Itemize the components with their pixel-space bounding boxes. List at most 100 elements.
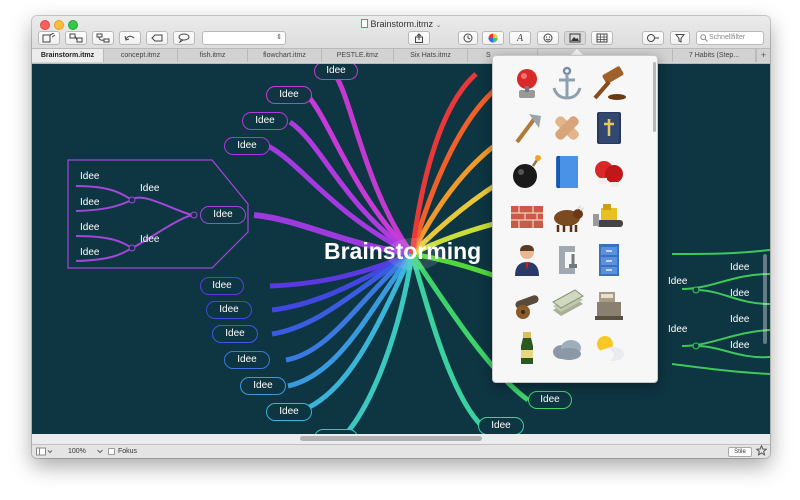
idea-node-green-1[interactable]: Idee <box>528 391 572 409</box>
share-button[interactable] <box>408 31 430 45</box>
bomb-icon[interactable] <box>507 152 547 192</box>
idea-leaf-right-2[interactable]: Idee <box>730 262 750 273</box>
zoom-level[interactable]: 100% <box>68 448 86 455</box>
idea-node-purple-1[interactable]: Idee <box>314 64 358 80</box>
comment-button[interactable] <box>173 31 195 45</box>
style-select[interactable]: ⇕ <box>202 31 286 45</box>
close-window-button[interactable] <box>40 20 50 30</box>
idea-node-blue-1[interactable]: Idee <box>200 277 244 295</box>
idea-leaf-cluster-4[interactable]: Idee <box>80 247 100 258</box>
tab-six-hats[interactable]: Six Hats.itmz <box>394 49 468 62</box>
statusbar: 100% Fokus Stile <box>32 444 770 458</box>
clamp-icon[interactable] <box>547 240 587 280</box>
comment-icon <box>178 33 190 43</box>
tab-pestle[interactable]: PESTLE.itmz <box>322 49 394 62</box>
champagne-icon[interactable] <box>507 328 547 368</box>
undo-icon <box>124 35 135 41</box>
maximize-window-button[interactable] <box>68 20 78 30</box>
idea-leaf-right-5[interactable]: Idee <box>730 314 750 325</box>
color-button[interactable] <box>482 31 504 45</box>
new-subtopic-button[interactable] <box>65 31 87 45</box>
vertical-scrollbar[interactable] <box>763 254 767 344</box>
boxing-gloves-icon[interactable] <box>589 152 629 192</box>
chevron-down-icon[interactable]: ⌄ <box>435 22 442 29</box>
idea-leaf-cluster-3[interactable]: Idee <box>80 222 100 233</box>
tab-concept[interactable]: concept.itmz <box>104 49 178 62</box>
money-stack-icon[interactable] <box>547 284 587 324</box>
right-junction-2 <box>692 342 700 350</box>
idea-leaf-cluster-2[interactable]: Idee <box>80 197 100 208</box>
right-line-b <box>695 289 770 305</box>
zoom-chevron-icon[interactable] <box>96 447 104 458</box>
new-topic-icon <box>42 33 56 43</box>
cloud-icon[interactable] <box>547 328 587 368</box>
add-tab-button[interactable]: + <box>756 49 770 62</box>
font-icon: A <box>516 32 524 44</box>
branch-blue-4 <box>285 252 414 363</box>
idea-node-blue-3[interactable]: Idee <box>212 325 258 343</box>
idea-leaf-right-6[interactable]: Idee <box>730 340 750 351</box>
emoji-button[interactable] <box>537 31 559 45</box>
idea-node-cluster-parent[interactable]: Idee <box>200 206 246 224</box>
undo-button[interactable] <box>119 31 141 45</box>
new-topic-button[interactable] <box>38 31 60 45</box>
document-tabs: Brainstorm.itmz concept.itmz fish.itmz f… <box>32 48 770 62</box>
mindmap-canvas[interactable]: Idee Idee Idee Idee Idee Idee Idee Idee … <box>32 64 770 444</box>
central-topic[interactable]: Brainstorming <box>324 238 482 264</box>
bible-icon[interactable] <box>589 108 629 148</box>
bandage-icon[interactable] <box>547 108 587 148</box>
image-button[interactable] <box>564 31 586 45</box>
sidebar-toggle[interactable] <box>36 447 54 458</box>
cannon-icon[interactable] <box>507 284 547 324</box>
book-icon[interactable] <box>547 152 587 192</box>
idea-node-cyan-1[interactable]: Idee <box>240 377 286 395</box>
idea-node-purple-2[interactable]: Idee <box>266 86 312 104</box>
central-glow <box>386 238 442 270</box>
bulldozer-icon[interactable] <box>589 196 629 236</box>
cash-register-icon[interactable] <box>589 284 629 324</box>
idea-leaf-right-3[interactable]: Idee <box>730 288 750 299</box>
zoom-button[interactable] <box>642 31 664 45</box>
idea-leaf-right-4[interactable]: Idee <box>668 324 688 335</box>
idea-node-teal-1[interactable]: Idee <box>478 417 524 435</box>
gavel-icon[interactable] <box>589 64 629 104</box>
tab-flowchart[interactable]: flowchart.itmz <box>248 49 322 62</box>
axe-icon[interactable] <box>507 108 547 148</box>
tab-fish[interactable]: fish.itmz <box>178 49 248 62</box>
brick-wall-icon[interactable] <box>507 196 547 236</box>
filter-button[interactable] <box>670 31 690 45</box>
idea-leaf-cluster-1[interactable]: Idee <box>80 171 100 182</box>
anchor-icon[interactable] <box>547 64 587 104</box>
idea-node-blue-4[interactable]: Idee <box>224 351 270 369</box>
table-button[interactable] <box>591 31 613 45</box>
font-button[interactable]: A <box>509 31 531 45</box>
tab-brainstorm[interactable]: Brainstorm.itmz <box>32 49 104 62</box>
star-icon[interactable] <box>755 444 768 458</box>
branch-purple-3 <box>288 119 414 257</box>
history-button[interactable] <box>458 31 478 45</box>
filing-cabinet-icon[interactable] <box>589 240 629 280</box>
style-button[interactable]: Stile <box>728 447 752 457</box>
document-icon <box>360 19 368 28</box>
minimize-window-button[interactable] <box>54 20 64 30</box>
bull-icon[interactable] <box>547 196 587 236</box>
popover-scrollbar[interactable] <box>653 62 656 132</box>
idea-node-blue-2[interactable]: Idee <box>206 301 252 319</box>
focus-checkbox[interactable] <box>108 448 115 455</box>
idea-leaf-cluster-mid-1[interactable]: Idee <box>140 183 160 194</box>
alarm-bell-icon[interactable] <box>507 64 547 104</box>
branch-purple-5 <box>253 212 413 257</box>
horizontal-scrollbar[interactable] <box>300 436 482 441</box>
idea-leaf-cluster-mid-2[interactable]: Idee <box>140 234 160 245</box>
label-button[interactable] <box>146 31 168 45</box>
tab-7-habits[interactable]: 7 Habits (Step... <box>672 49 756 62</box>
idea-leaf-right-1[interactable]: Idee <box>668 276 688 287</box>
sun-cloud-icon[interactable] <box>589 328 629 368</box>
right-line-c <box>681 329 770 347</box>
idea-node-purple-3[interactable]: Idee <box>242 112 288 130</box>
idea-node-cyan-2[interactable]: Idee <box>266 403 312 421</box>
businessman-icon[interactable] <box>507 240 547 280</box>
idea-node-purple-4[interactable]: Idee <box>224 137 270 155</box>
relation-button[interactable] <box>92 31 114 45</box>
quick-filter-search[interactable]: Schnellfilter <box>696 31 764 45</box>
